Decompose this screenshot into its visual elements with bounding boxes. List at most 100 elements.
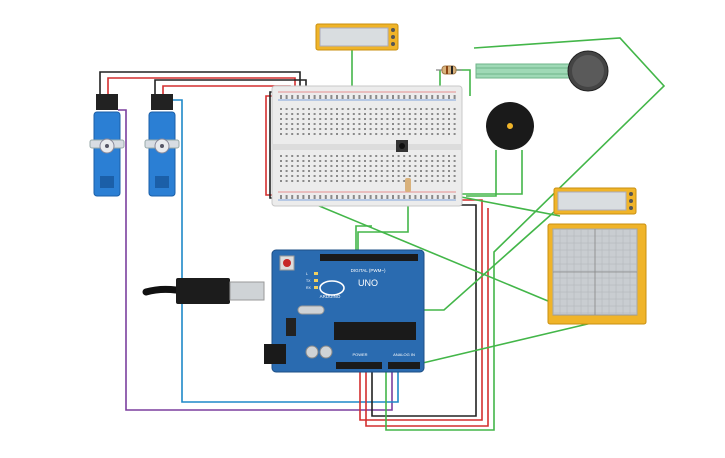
dc-barrel-jack[interactable]: [264, 344, 286, 364]
breadboard-hole: [453, 123, 456, 125]
breadboard-hole: [431, 160, 434, 162]
breadboard-hole: [403, 113, 406, 115]
breadboard-hole: [375, 108, 378, 110]
resistor-top[interactable]: [436, 65, 462, 75]
lcd-display-2[interactable]: [553, 187, 637, 215]
breadboard-hole: [319, 195, 322, 197]
arduino-uno-board[interactable]: DIGITAL (PWM~) UNO ARDUINO TX RX L POWER…: [264, 249, 425, 373]
breadboard-hole: [397, 195, 400, 197]
breadboard-hole: [414, 118, 417, 120]
breadboard-hole: [324, 197, 327, 199]
breadboard-hole: [380, 197, 383, 199]
breadboard-hole: [403, 195, 406, 197]
breadboard-hole: [347, 133, 350, 135]
breadboard-hole: [442, 195, 445, 197]
breadboard-hole: [453, 95, 456, 97]
servo-1-connector: [96, 94, 118, 110]
piezo-buzzer[interactable]: [486, 102, 534, 150]
breadboard-hole: [375, 197, 378, 199]
breadboard-hole: [352, 97, 355, 99]
wire-buzzer-green2[interactable]: [458, 150, 523, 195]
breadboard-hole: [319, 175, 322, 177]
breadboard-hole: [291, 118, 294, 120]
servo-2-label: [155, 176, 169, 188]
breadboard-hole: [442, 108, 445, 110]
touchscreen[interactable]: [547, 223, 647, 325]
breadboard-hole: [341, 113, 344, 115]
breadboard-hole: [420, 170, 422, 172]
wire-bb-to-touch[interactable]: [299, 197, 561, 307]
wire-touch-to-analog[interactable]: [409, 321, 597, 367]
breadboard-hole: [448, 97, 450, 99]
breadboard-hole: [280, 155, 282, 157]
breadboard-hole: [336, 118, 338, 120]
breadboard-hole: [448, 123, 450, 125]
breadboard-hole: [386, 197, 389, 199]
breadboard-hole: [319, 95, 322, 97]
breadboard-hole: [319, 160, 322, 162]
resistor-breadboard[interactable]: [405, 178, 411, 192]
breadboard-hole: [425, 118, 428, 120]
breadboard[interactable]: [271, 85, 463, 207]
breadboard-hole: [358, 123, 361, 125]
wire-servo2-signal-blue[interactable]: [172, 99, 399, 403]
servo-2-body: [148, 111, 176, 197]
breadboard-hole: [336, 97, 338, 99]
servo-motor-2[interactable]: [144, 94, 180, 197]
breadboard-hole: [280, 95, 282, 97]
breadboard-hole: [369, 195, 372, 197]
breadboard-hole: [296, 180, 299, 182]
wire-servo2-red[interactable]: [162, 85, 291, 96]
wire-arduino-to-bb[interactable]: [355, 225, 372, 256]
wires: [99, 37, 666, 431]
breadboard-hole: [308, 197, 310, 199]
breadboard-hole: [369, 160, 372, 162]
wire-buzzer-green[interactable]: [466, 150, 497, 197]
breadboard-hole: [336, 197, 338, 199]
breadboard-hole: [352, 155, 355, 157]
breadboard-hole: [380, 133, 383, 135]
wire-bb-to-lcd2[interactable]: [455, 195, 561, 217]
breadboard-hole: [358, 165, 361, 167]
wire-lcd2-to-arduino[interactable]: [424, 195, 573, 311]
usb-cable[interactable]: [142, 278, 265, 304]
breadboard-hole: [414, 97, 417, 99]
breadboard-hole: [375, 180, 378, 182]
breadboard-hole: [341, 180, 344, 182]
breadboard-hole: [403, 165, 406, 167]
breadboard-hole: [324, 175, 327, 177]
wire-servo1-signal-purple[interactable]: [118, 109, 393, 411]
breadboard-hole: [420, 95, 422, 97]
breadboard-hole: [341, 197, 344, 199]
breadboard-hole: [302, 170, 305, 172]
breadboard-hole: [352, 95, 355, 97]
wire-servo1-red[interactable]: [107, 77, 296, 96]
breadboard-hole: [296, 133, 299, 135]
breadboard-hole: [285, 165, 288, 167]
breadboard-hole: [285, 175, 288, 177]
breadboard-hole: [280, 133, 282, 135]
wire-gnd-black[interactable]: [371, 204, 477, 417]
breadboard-hole: [364, 175, 366, 177]
wire-servo1-black[interactable]: [99, 71, 301, 96]
breadboard-hole: [285, 123, 288, 125]
lcd-display-1[interactable]: [315, 23, 399, 51]
breadboard-hole: [352, 108, 355, 110]
wire-vin-red[interactable]: [365, 208, 489, 427]
servo-motor-1[interactable]: [89, 94, 125, 197]
breadboard-hole: [347, 160, 350, 162]
breadboard-hole: [420, 123, 422, 125]
breadboard-hole: [364, 118, 366, 120]
breadboard-hole: [285, 95, 288, 97]
breadboard-hole: [436, 133, 439, 135]
wire-fsr-long-green[interactable]: [385, 37, 666, 431]
breadboard-hole: [308, 128, 310, 130]
breadboard-hole: [302, 165, 305, 167]
breadboard-hole: [291, 180, 294, 182]
breadboard-hole: [369, 95, 372, 97]
breadboard-hole: [285, 108, 288, 110]
breadboard-hole: [453, 197, 456, 199]
breadboard-hole: [408, 195, 411, 197]
force-sensor[interactable]: [475, 50, 609, 92]
breadboard-hole: [403, 97, 406, 99]
